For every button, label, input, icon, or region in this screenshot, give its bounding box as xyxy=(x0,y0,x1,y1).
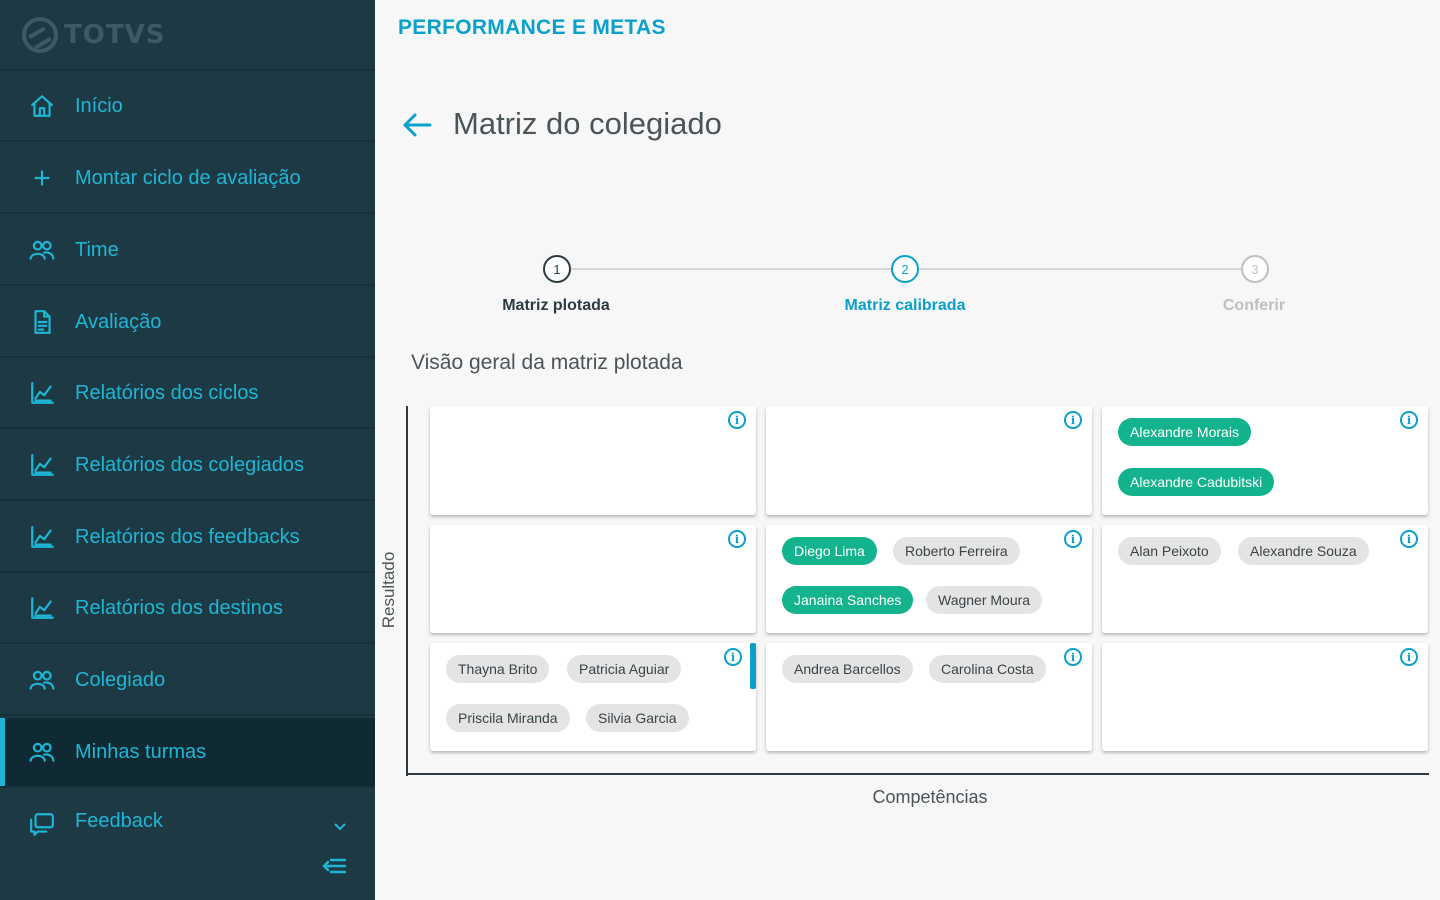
employee-chip[interactable]: Alexandre Souza xyxy=(1238,537,1369,565)
employee-chip[interactable]: Alexandre Morais xyxy=(1118,418,1251,446)
sidebar-item-label: Relatórios dos feedbacks xyxy=(75,525,300,548)
home-icon xyxy=(28,92,56,120)
employee-chip[interactable]: Thayna Brito xyxy=(446,655,550,683)
chevron-down-icon xyxy=(333,820,347,834)
sidebar-item-label: Minhas turmas xyxy=(75,740,207,763)
matrix-cell: i Thayna Brito Patricia Aguiar Priscila … xyxy=(430,643,756,751)
matrix-cell: i Andrea Barcellos Carolina Costa xyxy=(766,643,1092,751)
section-title: Visão geral da matriz plotada xyxy=(411,351,683,374)
sidebar-item-label: Início xyxy=(75,94,123,117)
sidebar-item-label: Relatórios dos destinos xyxy=(75,596,283,619)
sidebar-item-minhas-turmas[interactable]: Minhas turmas xyxy=(0,718,375,788)
sidebar-item-relatorios-feedbacks[interactable]: Relatórios dos feedbacks xyxy=(0,503,375,573)
matrix-cell: i Alan Peixoto Alexandre Souza xyxy=(1102,525,1428,633)
employee-chip[interactable]: Janaina Sanches xyxy=(782,586,914,614)
chart-icon xyxy=(28,451,56,479)
sidebar-item-label: Time xyxy=(75,238,119,261)
sidebar-item-relatorios-ciclos[interactable]: Relatórios dos ciclos xyxy=(0,359,375,429)
matrix-cell: i xyxy=(430,525,756,633)
stepper-connector xyxy=(571,268,891,270)
employee-chip[interactable]: Roberto Ferreira xyxy=(893,537,1020,565)
sidebar: TOTVS Início Montar ciclo de avaliação T… xyxy=(0,0,375,900)
info-icon[interactable]: i xyxy=(728,530,746,548)
info-icon[interactable]: i xyxy=(728,411,746,429)
sidebar-item-inicio[interactable]: Início xyxy=(0,72,375,142)
chart-icon xyxy=(28,523,56,551)
sidebar-item-avaliacao[interactable]: Avaliação xyxy=(0,288,375,358)
sidebar-item-time[interactable]: Time xyxy=(0,216,375,286)
info-icon[interactable]: i xyxy=(1400,411,1418,429)
employee-chip[interactable]: Wagner Moura xyxy=(926,586,1043,614)
people-icon xyxy=(28,666,56,694)
collapse-menu-icon xyxy=(322,858,347,874)
step-number: 3 xyxy=(1241,255,1269,283)
info-icon[interactable]: i xyxy=(1400,530,1418,548)
sidebar-item-relatorios-destinos[interactable]: Relatórios dos destinos xyxy=(0,574,375,644)
employee-chip[interactable]: Patricia Aguiar xyxy=(567,655,682,683)
info-icon[interactable]: i xyxy=(724,648,742,666)
step-number: 1 xyxy=(543,255,571,283)
employee-chip[interactable]: Alan Peixoto xyxy=(1118,537,1221,565)
matrix-cell: i xyxy=(430,406,756,515)
info-icon[interactable]: i xyxy=(1400,648,1418,666)
employee-chip[interactable]: Silvia Garcia xyxy=(586,704,689,732)
info-icon[interactable]: i xyxy=(1064,648,1082,666)
sidebar-item-label: Avaliação xyxy=(75,310,162,333)
step-label: Conferir xyxy=(1222,297,1286,314)
logo-text: TOTVS xyxy=(64,19,166,50)
sidebar-item-relatorios-colegiados[interactable]: Relatórios dos colegiados xyxy=(0,431,375,501)
cell-scrollbar[interactable] xyxy=(750,643,756,689)
y-axis-label: Resultado xyxy=(379,551,398,629)
back-button[interactable] xyxy=(400,108,434,142)
chart-icon xyxy=(28,379,56,407)
info-icon[interactable]: i xyxy=(1064,530,1082,548)
info-icon[interactable]: i xyxy=(1064,411,1082,429)
sidebar-item-label: Feedback xyxy=(75,810,163,832)
people-icon xyxy=(28,236,56,264)
app-title: PERFORMANCE E METAS xyxy=(398,16,666,39)
matrix-cell: i Diego Lima Roberto Ferreira Janaina Sa… xyxy=(766,525,1092,633)
sidebar-item-label: Relatórios dos colegiados xyxy=(75,453,305,476)
sidebar-item-colegiado[interactable]: Colegiado xyxy=(0,646,375,716)
step-number: 2 xyxy=(891,255,919,283)
step-label: Matriz plotada xyxy=(502,297,610,314)
people-icon xyxy=(28,738,56,766)
y-axis-line xyxy=(406,406,408,776)
sidebar-item-montar-ciclo[interactable]: Montar ciclo de avaliação xyxy=(0,144,375,214)
collapse-menu-button[interactable] xyxy=(320,852,348,880)
sidebar-item-label: Relatórios dos ciclos xyxy=(75,381,259,404)
employee-chip[interactable]: Alexandre Cadubitski xyxy=(1118,468,1275,496)
employee-chip[interactable]: Priscila Miranda xyxy=(446,704,570,732)
logo-icon xyxy=(22,16,58,53)
matrix-cell: i xyxy=(1102,643,1428,751)
sidebar-item-label: Colegiado xyxy=(75,668,166,691)
employee-chip[interactable]: Diego Lima xyxy=(782,537,877,565)
document-icon xyxy=(28,308,56,336)
step-label: Matriz calibrada xyxy=(844,297,966,314)
plus-icon xyxy=(28,164,56,192)
employee-chip[interactable]: Andrea Barcellos xyxy=(782,655,913,683)
sidebar-item-feedback[interactable]: Feedback xyxy=(0,790,375,836)
page-title: Matriz do colegiado xyxy=(453,106,722,141)
chat-icon xyxy=(28,810,56,838)
employee-chip[interactable]: Carolina Costa xyxy=(929,655,1046,683)
matrix-cell: i xyxy=(766,406,1092,515)
logo: TOTVS xyxy=(0,0,375,71)
x-axis-label: Competências xyxy=(872,787,988,807)
x-axis-line xyxy=(406,773,1429,775)
matrix-cell: i Alexandre Morais Alexandre Cadubitski xyxy=(1102,406,1428,515)
chart-icon xyxy=(28,594,56,622)
stepper-connector xyxy=(919,268,1241,270)
sidebar-item-label: Montar ciclo de avaliação xyxy=(75,166,301,189)
arrow-left-icon xyxy=(403,113,432,137)
